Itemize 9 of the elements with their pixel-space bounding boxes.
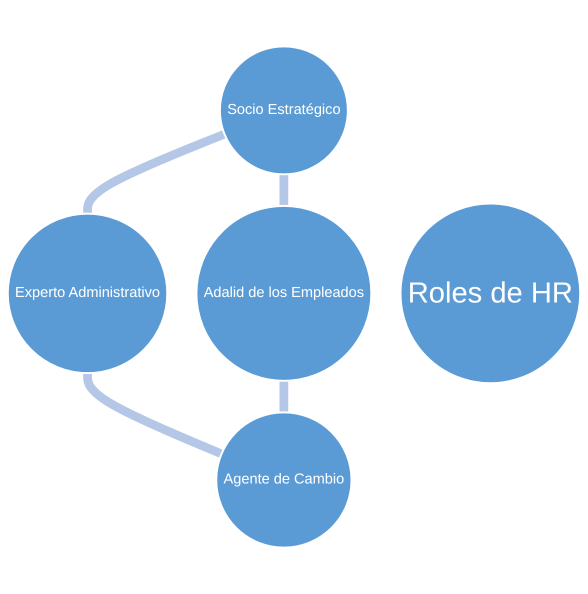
node-circle: Roles de HR (400, 202, 582, 384)
node-circle: Socio Estratégico (218, 45, 349, 176)
connector (280, 172, 288, 208)
connector (83, 372, 224, 458)
connector (280, 379, 288, 414)
node-circle: Experto Administrativo (6, 212, 168, 374)
node-circle: Agente de Cambio (215, 411, 352, 549)
node-circle: Adalid de los Empleados (195, 204, 372, 382)
connector (83, 130, 226, 214)
